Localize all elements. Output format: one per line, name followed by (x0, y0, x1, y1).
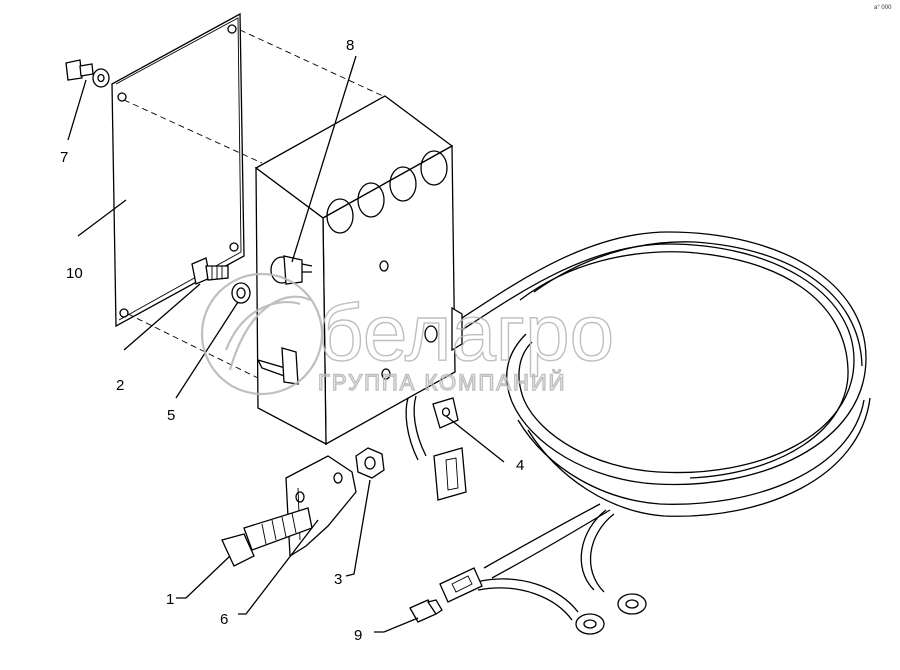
alignment-lines (123, 29, 384, 381)
control-box (254, 95, 463, 446)
watermark-logo-swoosh (224, 295, 311, 371)
nut-3 (355, 447, 385, 479)
bracket-6 (285, 455, 357, 558)
watermark-brand: белагро (318, 288, 614, 377)
callout-6: 6 (220, 611, 228, 628)
cable-coil (461, 231, 871, 579)
watermark: белагро ГРУППА КОМПАНИЙ (200, 272, 615, 396)
fuse-9 (409, 599, 443, 623)
cover-plate (111, 12, 245, 328)
bolt-1 (221, 507, 313, 567)
watermark-subtitle: ГРУППА КОМПАНИЙ (318, 370, 567, 395)
callouts: 1 2 3 4 5 6 7 8 9 10 (60, 37, 524, 644)
watermark-logo-circle (200, 272, 324, 396)
callout-10: 10 (66, 265, 83, 282)
leader-lines (67, 55, 505, 633)
harness-ends (439, 509, 647, 635)
callout-1: 1 (166, 591, 174, 608)
clamp-4 (405, 395, 467, 501)
callout-7: 7 (60, 149, 68, 166)
screw-7 (65, 59, 110, 88)
callout-4: 4 (516, 457, 524, 474)
callout-8: 8 (346, 37, 354, 54)
lock-washer-5 (231, 282, 251, 304)
callout-5: 5 (167, 407, 175, 424)
callout-3: 3 (334, 571, 342, 588)
screw-2 (191, 257, 229, 285)
callout-9: 9 (354, 627, 362, 644)
corner-mark: a° 000 (874, 5, 892, 11)
toggle-switch (256, 347, 299, 385)
callout-2: 2 (116, 377, 124, 394)
